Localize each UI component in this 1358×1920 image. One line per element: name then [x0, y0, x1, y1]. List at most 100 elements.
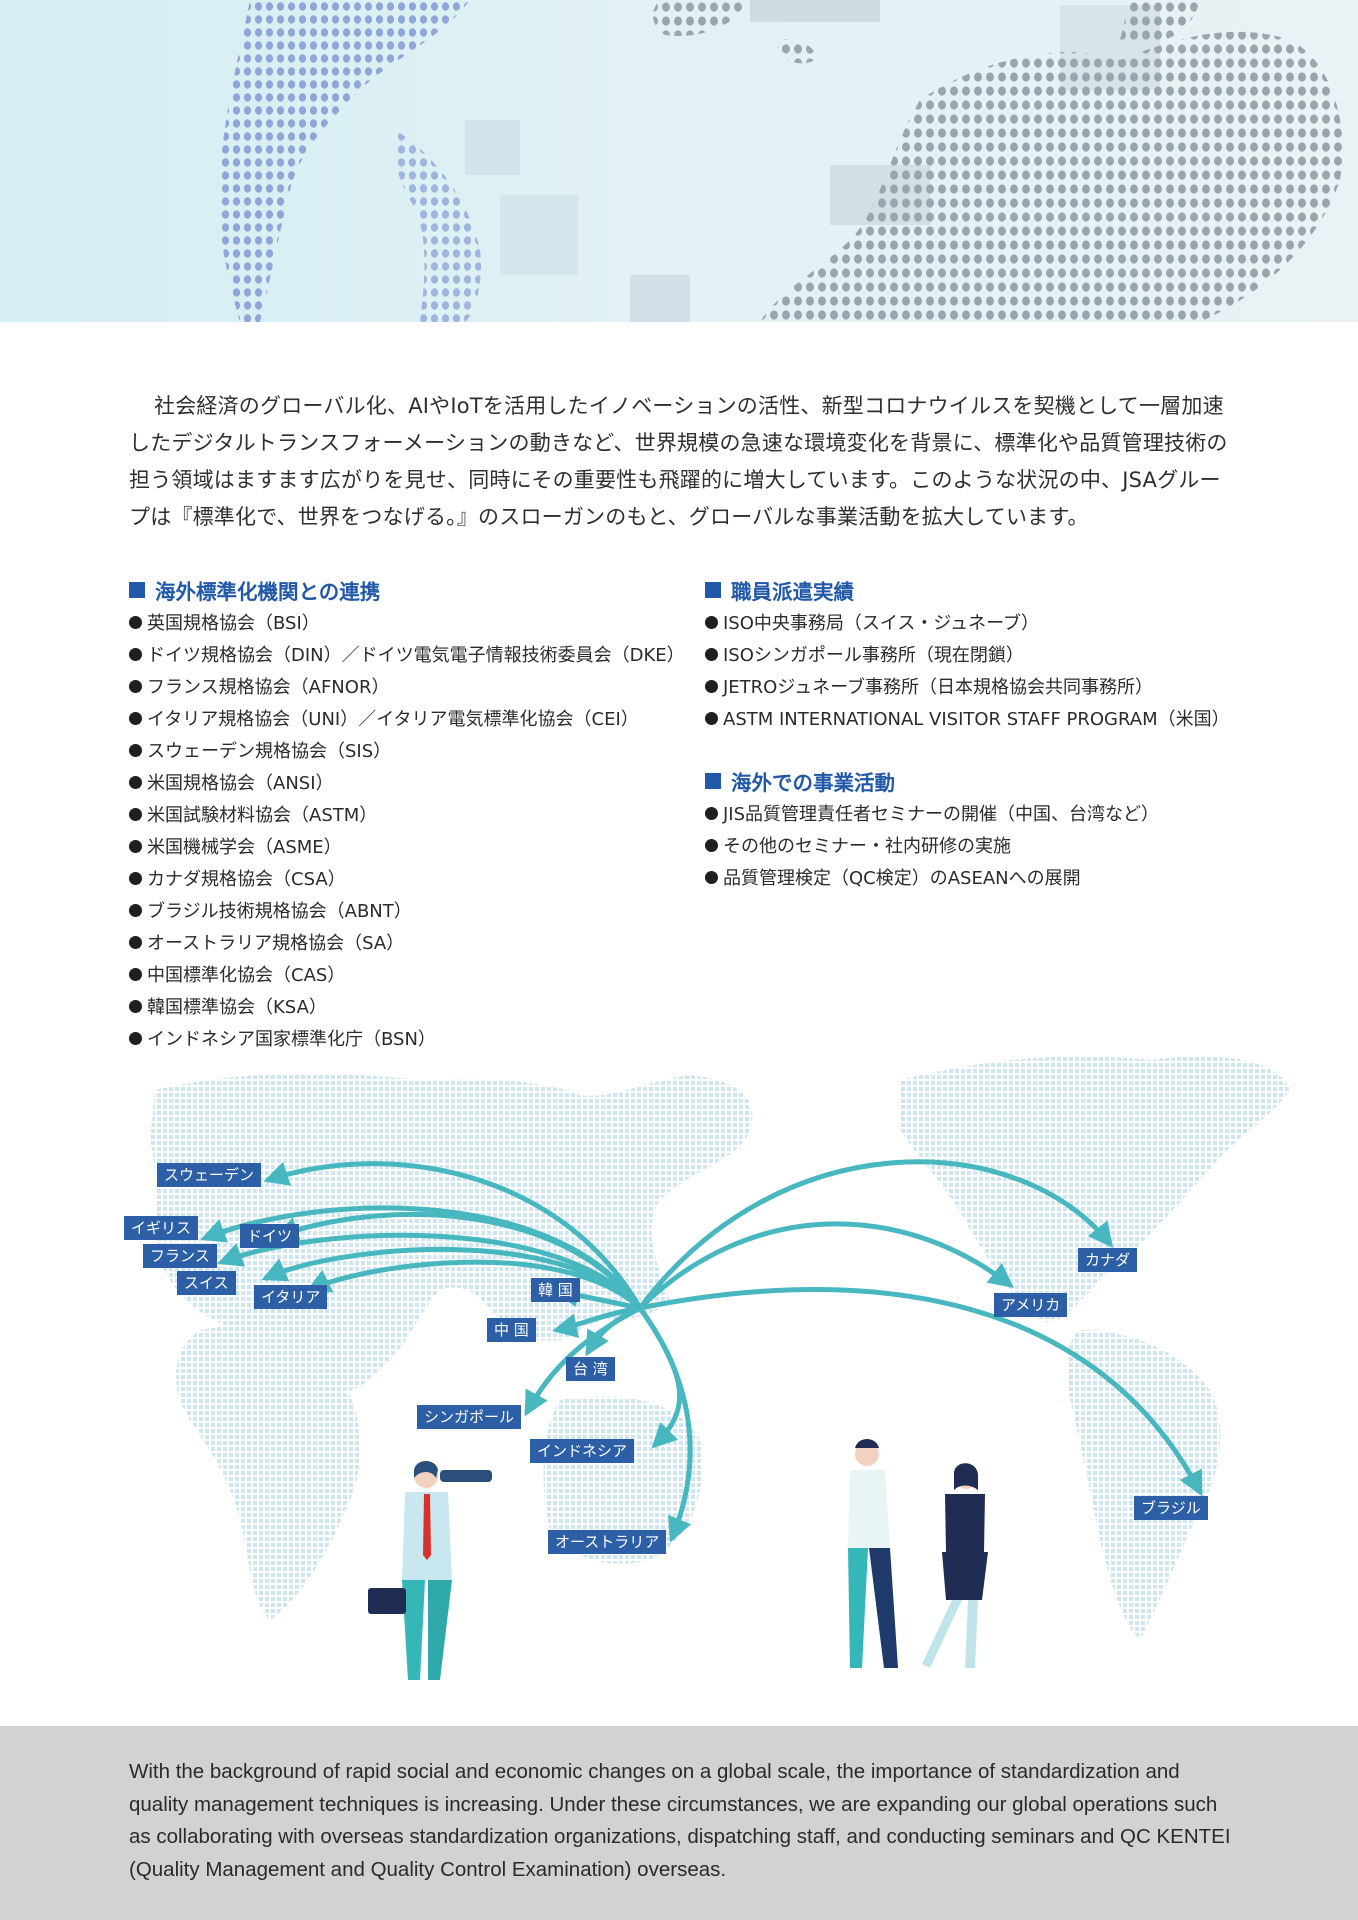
- dispatch-section: 職員派遣実績 ISO中央事務局（スイス・ジュネーブ） ISOシンガポール事務所（…: [705, 574, 1230, 734]
- hero-banner: [0, 0, 1358, 322]
- map-label-germany: ドイツ: [240, 1224, 300, 1248]
- list-item-text: JIS品質管理責任者セミナーの開催（中国、台湾など）: [723, 804, 1160, 825]
- list-item-text: フランス規格協会（AFNOR）: [147, 677, 390, 698]
- list-item-text: 英国規格協会（BSI）: [147, 613, 320, 634]
- dispatch-heading-text: 職員派遣実績: [731, 580, 854, 604]
- list-item-text: その他のセミナー・社内研修の実施: [723, 836, 1011, 857]
- list-item: イタリア規格協会（UNI）／イタリア電気標準化協会（CEI）: [129, 702, 685, 734]
- bullet-icon: [129, 839, 142, 853]
- bullet-icon: [129, 903, 142, 917]
- list-item-text: 米国機械学会（ASME）: [147, 837, 342, 858]
- map-label-canada: カナダ: [1078, 1248, 1138, 1272]
- list-item: 中国標準化協会（CAS）: [129, 958, 685, 990]
- map-label-korea: 韓 国: [531, 1278, 580, 1302]
- overseas-heading: 海外での事業活動: [705, 765, 1159, 797]
- bullet-icon: [129, 967, 142, 981]
- partners-heading-text: 海外標準化機関との連携: [155, 580, 381, 604]
- map-illustration: [150, 1056, 1290, 1680]
- list-item: JIS品質管理責任者セミナーの開催（中国、台湾など）: [705, 797, 1159, 829]
- dispatch-list: ISO中央事務局（スイス・ジュネーブ） ISOシンガポール事務所（現在閉鎖） J…: [705, 606, 1230, 734]
- map-label-france: フランス: [143, 1244, 217, 1268]
- list-item: ブラジル技術規格協会（ABNT）: [129, 894, 685, 926]
- bullet-icon: [705, 838, 718, 852]
- list-item-text: オーストラリア規格協会（SA）: [147, 933, 405, 954]
- english-summary: With the background of rapid social and …: [0, 1726, 1358, 1920]
- list-item-text: JETROジュネーブ事務所（日本規格協会共同事務所）: [723, 677, 1154, 698]
- bullet-icon: [129, 807, 142, 821]
- dispatch-heading: 職員派遣実績: [705, 574, 1230, 606]
- list-item-text: スウェーデン規格協会（SIS）: [147, 741, 392, 762]
- list-item-text: インドネシア国家標準化庁（BSN）: [147, 1029, 436, 1050]
- bullet-icon: [705, 711, 718, 725]
- map-label-indonesia: インドネシア: [530, 1439, 635, 1463]
- list-item-text: イタリア規格協会（UNI）／イタリア電気標準化協会（CEI）: [147, 709, 639, 730]
- bullet-icon: [705, 806, 718, 820]
- bullet-icon: [129, 935, 142, 949]
- connection-arrows: [200, 1159, 1203, 1543]
- map-label-brazil: ブラジル: [1134, 1496, 1208, 1520]
- map-label-china: 中 国: [487, 1318, 536, 1342]
- square-bullet-icon: [705, 773, 721, 789]
- list-item-text: カナダ規格協会（CSA）: [147, 869, 346, 890]
- list-item: 米国試験材料協会（ASTM）: [129, 798, 685, 830]
- bullet-icon: [705, 615, 718, 629]
- bullet-icon: [705, 870, 718, 884]
- map-label-singapore: シンガポール: [417, 1405, 522, 1429]
- bullet-icon: [129, 999, 142, 1013]
- list-item: ドイツ規格協会（DIN）／ドイツ電気電子情報技術委員会（DKE）: [129, 638, 685, 670]
- list-item: 米国規格協会（ANSI）: [129, 766, 685, 798]
- list-item-text: ドイツ規格協会（DIN）／ドイツ電気電子情報技術委員会（DKE）: [147, 645, 685, 666]
- english-summary-text: With the background of rapid social and …: [129, 1760, 1231, 1881]
- map-label-sweden: スウェーデン: [157, 1163, 262, 1187]
- list-item: ISOシンガポール事務所（現在閉鎖）: [705, 638, 1230, 670]
- intro-paragraph: 社会経済のグローバル化、AIやIoTを活用したイノベーションの活性、新型コロナウ…: [129, 394, 1228, 529]
- bullet-icon: [129, 743, 142, 757]
- overseas-heading-text: 海外での事業活動: [731, 771, 895, 795]
- list-item: オーストラリア規格協会（SA）: [129, 926, 685, 958]
- list-item: ISO中央事務局（スイス・ジュネーブ）: [705, 606, 1230, 638]
- businessman-with-telescope-icon: [368, 1461, 492, 1680]
- list-item: JETROジュネーブ事務所（日本規格協会共同事務所）: [705, 670, 1230, 702]
- map-label-usa: アメリカ: [994, 1293, 1068, 1317]
- list-item: その他のセミナー・社内研修の実施: [705, 829, 1159, 861]
- partners-list: 英国規格協会（BSI） ドイツ規格協会（DIN）／ドイツ電気電子情報技術委員会（…: [129, 606, 685, 1054]
- map-label-uk: イギリス: [124, 1216, 199, 1240]
- bullet-icon: [705, 647, 718, 661]
- list-item-text: ブラジル技術規格協会（ABNT）: [147, 901, 412, 922]
- list-item: スウェーデン規格協会（SIS）: [129, 734, 685, 766]
- world-map: スウェーデン イギリス ドイツ フランス スイス イタリア 韓 国 中 国 台 …: [0, 1048, 1358, 1688]
- list-item: 米国機械学会（ASME）: [129, 830, 685, 862]
- bullet-icon: [129, 615, 142, 629]
- bullet-icon: [705, 679, 718, 693]
- list-item-text: ASTM INTERNATIONAL VISITOR STAFF PROGRAM…: [723, 709, 1230, 730]
- square-bullet-icon: [705, 582, 721, 598]
- bullet-icon: [129, 679, 142, 693]
- bullet-icon: [129, 1031, 142, 1045]
- map-label-taiwan: 台 湾: [566, 1357, 615, 1381]
- list-item: インドネシア国家標準化庁（BSN）: [129, 1022, 685, 1054]
- map-label-australia: オーストラリア: [548, 1530, 667, 1554]
- list-item: 品質管理検定（QC検定）のASEANへの展開: [705, 861, 1159, 893]
- map-label-italy: イタリア: [254, 1285, 328, 1309]
- partners-heading: 海外標準化機関との連携: [129, 574, 685, 606]
- bullet-icon: [129, 647, 142, 661]
- list-item-text: 中国標準化協会（CAS）: [147, 965, 346, 986]
- list-item: フランス規格協会（AFNOR）: [129, 670, 685, 702]
- list-item: 韓国標準協会（KSA）: [129, 990, 685, 1022]
- list-item-text: 韓国標準協会（KSA）: [147, 997, 327, 1018]
- overseas-list: JIS品質管理責任者セミナーの開催（中国、台湾など） その他のセミナー・社内研修…: [705, 797, 1159, 893]
- map-label-switzerland: スイス: [177, 1271, 236, 1295]
- business-couple-icon: [848, 1439, 988, 1668]
- list-item-text: ISO中央事務局（スイス・ジュネーブ）: [723, 613, 1040, 634]
- bullet-icon: [129, 775, 142, 789]
- bullet-icon: [129, 711, 142, 725]
- bullet-icon: [129, 871, 142, 885]
- globe-illustration: [0, 0, 1358, 322]
- list-item-text: 米国試験材料協会（ASTM）: [147, 805, 378, 826]
- overseas-section: 海外での事業活動 JIS品質管理責任者セミナーの開催（中国、台湾など） その他の…: [705, 765, 1159, 893]
- partners-section: 海外標準化機関との連携 英国規格協会（BSI） ドイツ規格協会（DIN）／ドイツ…: [129, 574, 685, 1054]
- list-item: 英国規格協会（BSI）: [129, 606, 685, 638]
- list-item-text: 品質管理検定（QC検定）のASEANへの展開: [723, 868, 1081, 889]
- list-item: ASTM INTERNATIONAL VISITOR STAFF PROGRAM…: [705, 702, 1230, 734]
- list-item: カナダ規格協会（CSA）: [129, 862, 685, 894]
